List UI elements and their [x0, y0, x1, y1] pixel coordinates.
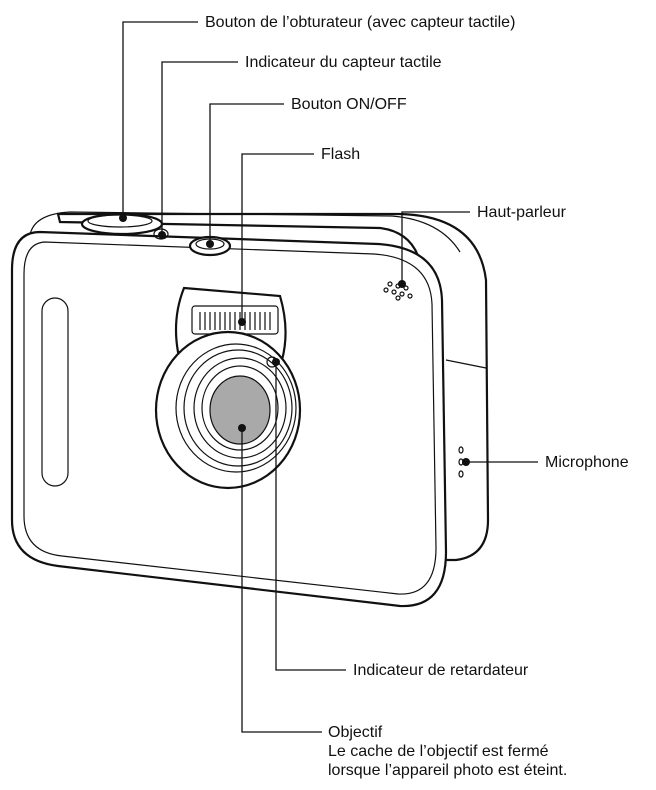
- callout-self-timer: [272, 358, 346, 671]
- callout-microphone: [462, 458, 538, 466]
- lens: [154, 330, 302, 490]
- label-lens-note-1: Le cache de l’objectif est fermé: [328, 743, 549, 760]
- callout-shutter: [119, 21, 198, 222]
- touch-sensor-indicator: [153, 228, 169, 240]
- label-lens-title: Objectif: [328, 724, 383, 741]
- label-speaker: Haut-parleur: [477, 204, 567, 221]
- label-shutter: Bouton de l’obturateur (avec capteur tac…: [205, 14, 515, 31]
- shutter-button: [80, 212, 164, 236]
- callout-lens: [238, 424, 322, 733]
- lens-cover: [209, 375, 271, 445]
- callout-touch-indicator: [158, 61, 238, 239]
- label-lens-note-2: lorsque l’appareil photo est éteint.: [328, 762, 567, 779]
- label-power: Bouton ON/OFF: [291, 96, 407, 113]
- callout-power: [206, 103, 284, 248]
- callout-flash: [238, 153, 314, 326]
- label-touch-indicator: Indicateur du capteur tactile: [245, 54, 442, 71]
- label-self-timer: Indicateur de retardateur: [353, 662, 529, 679]
- label-microphone: Microphone: [545, 454, 629, 471]
- grip-strip: [41, 297, 69, 487]
- callout-speaker: [398, 211, 470, 288]
- label-flash: Flash: [321, 146, 360, 163]
